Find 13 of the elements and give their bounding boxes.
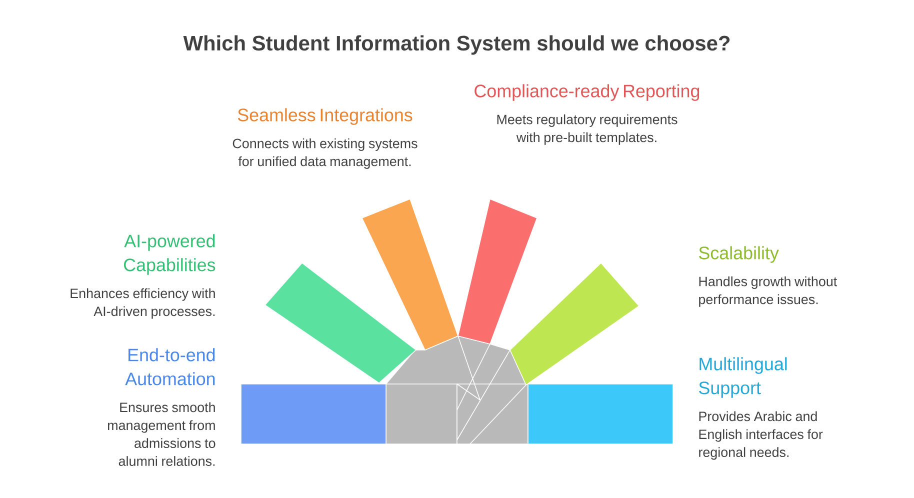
title: Which Student Information System should we choose?: [183, 35, 730, 55]
description: Ensures smooth management from admissions to alumni relations.: [108, 402, 216, 466]
heading: Compliance-ready Reporting: [474, 84, 700, 101]
description: Connects with existing systems for unified data management.: [232, 138, 418, 169]
heading: Seamless Integrations: [238, 108, 412, 125]
description: Handles growth without performance issues.: [699, 276, 838, 307]
heading: End-to-end Automation: [125, 348, 215, 386]
description: Meets regulatory requirements with pre-built templates.: [497, 114, 678, 145]
heading: AI-powered Capabilities: [124, 234, 216, 275]
description: Provides Arabic and English interfaces for regional needs.: [699, 411, 823, 460]
heading: Multilingual Support: [699, 357, 787, 398]
heading: Scalability: [699, 246, 779, 263]
description: Enhances efficiency with AI-driven processes.: [70, 288, 215, 319]
